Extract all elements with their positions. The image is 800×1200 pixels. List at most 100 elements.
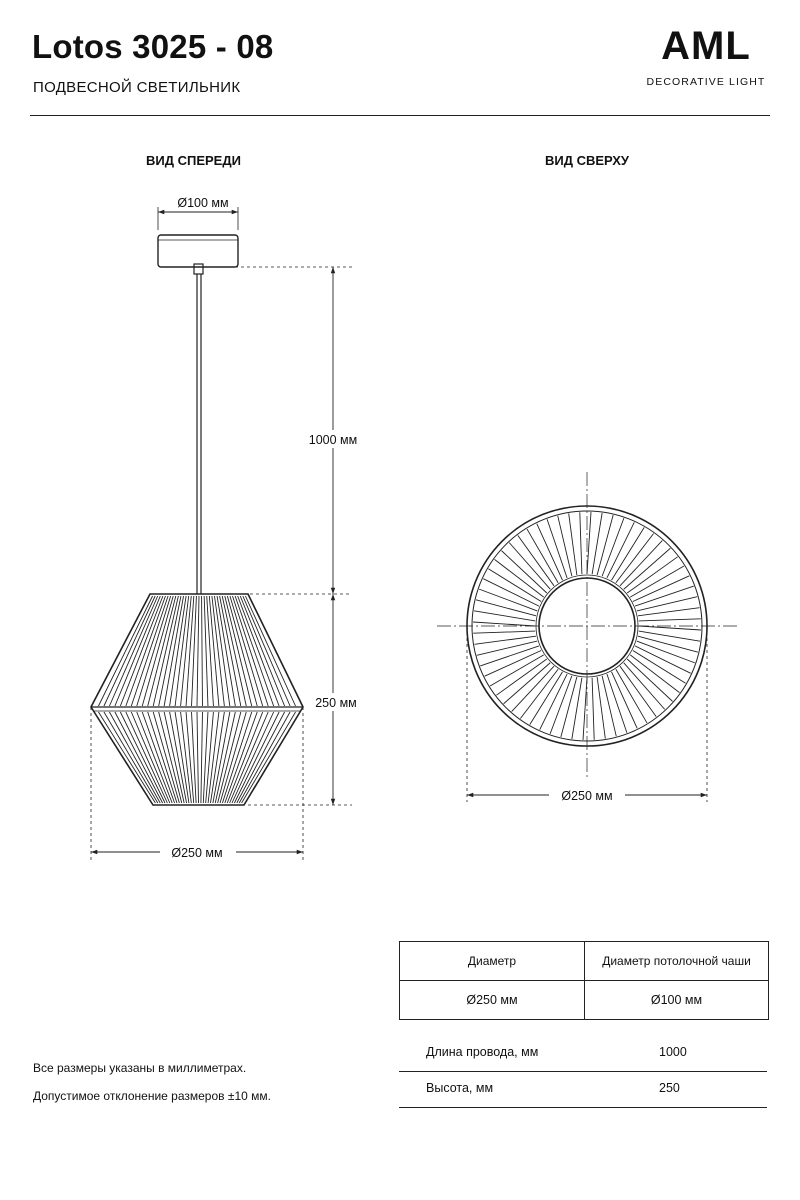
rib-line bbox=[634, 645, 691, 674]
rib-line bbox=[242, 595, 291, 707]
rib-line bbox=[224, 711, 258, 804]
rib-line bbox=[484, 650, 542, 677]
rib-line bbox=[234, 711, 280, 804]
rib-line bbox=[606, 522, 635, 579]
note-tolerance: Допустимое отклонение размеров ±10 мм. bbox=[33, 1089, 271, 1103]
rib-line bbox=[217, 711, 242, 804]
rib-line bbox=[147, 595, 177, 707]
rib-line bbox=[98, 595, 153, 707]
rib-line bbox=[185, 595, 195, 707]
rib-line bbox=[520, 668, 559, 719]
spec-table: Диаметр Диаметр потолочной чаши Ø250 мм … bbox=[399, 941, 769, 1020]
rib-line bbox=[245, 595, 296, 707]
rib-line bbox=[158, 595, 182, 707]
rib-line bbox=[232, 595, 269, 707]
rib-line bbox=[638, 630, 701, 642]
rib-line bbox=[216, 595, 236, 707]
rib-line bbox=[619, 665, 657, 717]
spec-header-diameter: Диаметр bbox=[399, 941, 585, 981]
rib-line bbox=[163, 711, 185, 804]
rib-line bbox=[508, 542, 551, 590]
spec-row-height: Высота, мм 250 bbox=[399, 1073, 767, 1108]
rib-line bbox=[169, 711, 187, 804]
brand-tagline: DECORATIVE LIGHT bbox=[646, 76, 766, 88]
rib-line bbox=[208, 595, 220, 707]
rib-line bbox=[478, 588, 538, 612]
spec-value-canopy-diameter: Ø100 мм bbox=[584, 980, 769, 1020]
spec-header-canopy-diameter: Диаметр потолочной чаши bbox=[584, 941, 769, 981]
rib-line bbox=[119, 711, 166, 804]
rib-line bbox=[638, 625, 701, 631]
rib-line bbox=[626, 556, 678, 594]
rib-line bbox=[623, 547, 671, 590]
rib-line bbox=[109, 595, 159, 707]
rib-line bbox=[206, 595, 214, 707]
rib-line bbox=[601, 517, 625, 577]
rib-line bbox=[571, 677, 583, 740]
top-shade-diameter-label: Ø250 мм bbox=[561, 789, 612, 803]
rib-line bbox=[546, 519, 568, 579]
rib-line bbox=[207, 711, 220, 804]
rib-line bbox=[202, 711, 209, 804]
rib-line bbox=[637, 607, 700, 617]
rib-line bbox=[196, 595, 200, 707]
front-shade-diameter-label: Ø250 мм bbox=[171, 846, 222, 860]
rib-line bbox=[579, 512, 583, 575]
rib-line bbox=[480, 645, 540, 667]
rib-line bbox=[526, 528, 559, 583]
rib-line bbox=[196, 711, 199, 804]
rib-line bbox=[203, 595, 209, 707]
rib-line bbox=[236, 711, 285, 804]
top-view bbox=[437, 472, 737, 802]
rib-line bbox=[205, 711, 214, 804]
rib-line bbox=[582, 677, 588, 740]
rib-line bbox=[529, 671, 563, 725]
spec-table-header-row: Диаметр Диаметр потолочной чаши bbox=[399, 941, 769, 981]
rib-line bbox=[611, 671, 638, 729]
rib-line bbox=[125, 595, 166, 707]
front-view-label: ВИД СПЕРЕДИ bbox=[146, 153, 241, 168]
rib-line bbox=[496, 658, 548, 696]
rib-line bbox=[637, 635, 699, 653]
rib-line bbox=[169, 595, 187, 707]
rib-line bbox=[489, 654, 544, 687]
rib-line bbox=[636, 596, 698, 612]
rib-line bbox=[214, 595, 231, 707]
rib-line bbox=[636, 640, 696, 664]
rib-line bbox=[224, 595, 253, 707]
spec-row-label: Длина провода, мм bbox=[426, 1045, 539, 1059]
spec-row-value: 1000 bbox=[659, 1045, 687, 1059]
rib-line bbox=[226, 711, 264, 804]
rib-line bbox=[103, 711, 159, 804]
rib-line bbox=[210, 711, 225, 804]
header-divider bbox=[30, 115, 770, 116]
rib-line bbox=[114, 595, 161, 707]
rib-line bbox=[606, 673, 628, 733]
rib-line bbox=[103, 595, 156, 707]
note-units: Все размеры указаны в миллиметрах. bbox=[33, 1061, 247, 1075]
rib-line bbox=[638, 618, 701, 622]
rib-line bbox=[229, 595, 264, 707]
rib-line bbox=[539, 673, 568, 730]
rib-line bbox=[511, 665, 555, 712]
rib-line bbox=[586, 512, 592, 575]
rib-line bbox=[596, 514, 614, 576]
canopy-diameter-label: Ø100 мм bbox=[177, 196, 228, 210]
rib-line bbox=[191, 711, 197, 804]
rib-line bbox=[201, 595, 203, 707]
rib-line bbox=[226, 595, 258, 707]
rib-line bbox=[219, 711, 247, 804]
rib-line bbox=[211, 595, 225, 707]
rib-line bbox=[623, 662, 666, 710]
rib-line bbox=[626, 658, 673, 702]
rib-line bbox=[219, 595, 242, 707]
spec-table-value-row: Ø250 мм Ø100 мм bbox=[399, 980, 769, 1020]
rib-line bbox=[136, 595, 172, 707]
rib-line bbox=[601, 675, 617, 737]
rib-line bbox=[473, 630, 536, 634]
rib-line bbox=[591, 512, 603, 575]
rib-line bbox=[221, 595, 247, 707]
rib-line bbox=[557, 515, 573, 577]
rib-line bbox=[234, 595, 275, 707]
